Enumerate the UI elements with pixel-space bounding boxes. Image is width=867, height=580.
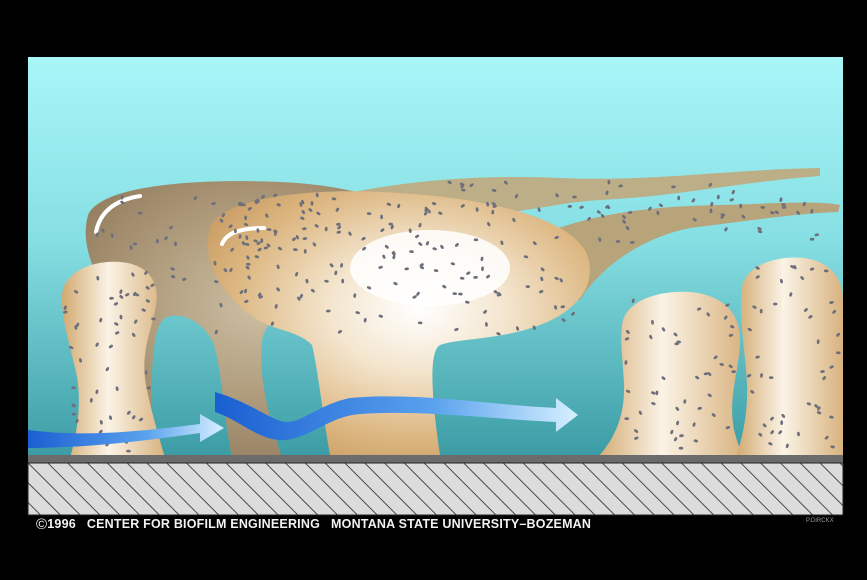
copyright-year: 1996 [47, 517, 76, 531]
organization-name: CENTER FOR BIOFILM ENGINEERING [87, 517, 320, 531]
substratum [28, 463, 843, 515]
artist-signature: P.DIRCKX [806, 518, 834, 524]
institution-name: MONTANA STATE UNIVERSITY–BOZEMAN [331, 517, 591, 531]
cluster-highlight [350, 230, 510, 306]
bacterial-cell [616, 240, 621, 243]
bacterial-cell [810, 238, 815, 241]
bacterial-cell [341, 279, 344, 284]
bacterial-cell [780, 420, 783, 425]
copyright-caption: ©1996 CENTER FOR BIOFILM ENGINEERING MON… [36, 516, 591, 533]
bacterial-cell [138, 212, 143, 215]
copyright-symbol: © [36, 516, 47, 533]
biofilm-pillar-right-b [735, 258, 843, 460]
bacterial-cell [311, 201, 314, 206]
